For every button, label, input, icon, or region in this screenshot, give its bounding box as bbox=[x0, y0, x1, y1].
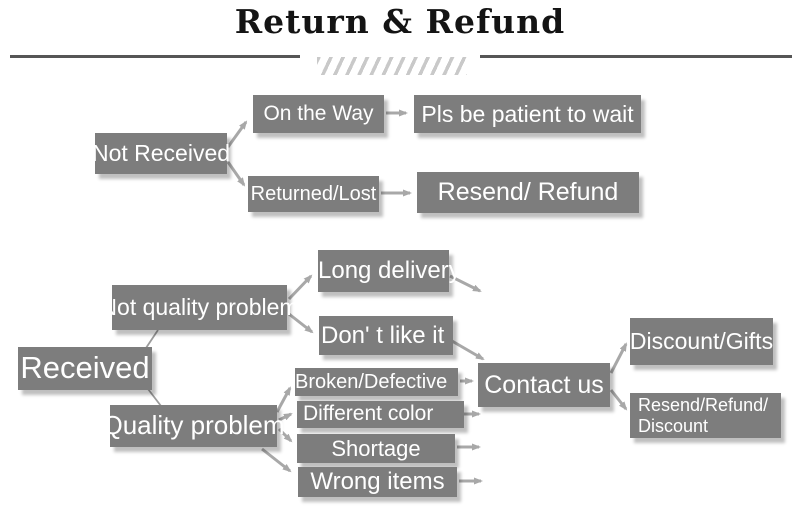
node-on-the-way: On the Way bbox=[253, 95, 384, 133]
node-returned-lost: Returned/Lost bbox=[248, 176, 379, 212]
node-quality-problem: Quality problem bbox=[102, 405, 285, 447]
node-discount-gifts: Discount/Gifts bbox=[630, 318, 773, 365]
node-different-color: Different color bbox=[297, 401, 464, 428]
node-contact-us: Contact us bbox=[478, 363, 610, 407]
node-long-delivery: Long delivery bbox=[318, 250, 461, 292]
node-resend-refund: Resend/ Refund bbox=[417, 172, 639, 213]
node-wrong-items: Wrong items bbox=[298, 467, 457, 497]
arrow-notreceived-ontheway bbox=[226, 120, 248, 148]
node-shortage: Shortage bbox=[297, 434, 455, 463]
node-not-received: Not Received bbox=[92, 133, 230, 174]
arrow-dontlike-contactus bbox=[451, 339, 485, 361]
arrow-quality-wrongitems bbox=[261, 447, 292, 473]
line-received-notquality bbox=[145, 329, 159, 349]
arrow-contactus-discountgifts bbox=[609, 342, 628, 374]
title-divider-right bbox=[480, 55, 792, 58]
page-title: Return & Refund bbox=[234, 2, 566, 41]
node-broken-defective: Broken/Defective bbox=[295, 368, 458, 396]
node-pls-be-patient: Pls be patient to wait bbox=[414, 95, 641, 133]
line-received-quality bbox=[147, 388, 162, 407]
arrow-quality-broken bbox=[275, 386, 292, 413]
title-divider-left bbox=[10, 55, 300, 58]
node-not-quality-problem: Not quality problem bbox=[100, 285, 299, 330]
node-resend-refund-discount: Resend/Refund/ Discount bbox=[630, 393, 781, 438]
node-dont-like-it: Don' t like it bbox=[319, 316, 453, 355]
arrow-contactus-resendrefund bbox=[609, 389, 628, 411]
hatch-decoration bbox=[317, 57, 467, 75]
node-received: Received bbox=[18, 347, 152, 390]
arrow-notreceived-returnedlost bbox=[226, 161, 246, 187]
